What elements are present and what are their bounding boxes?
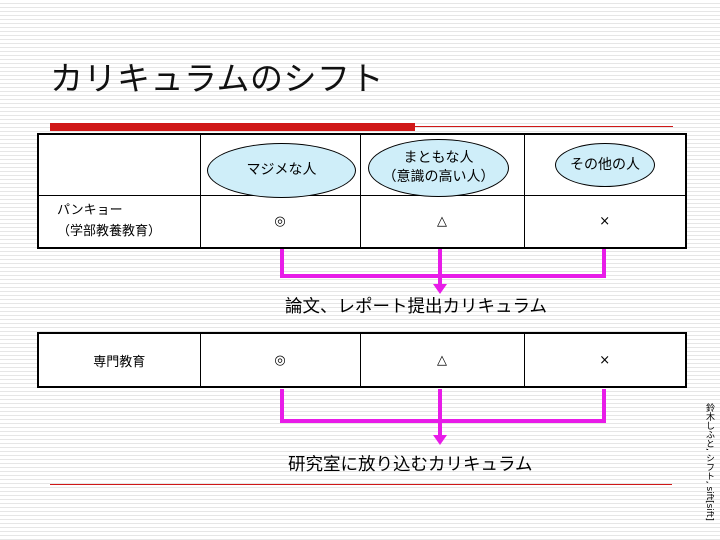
ellipse-label: マジメな人 xyxy=(246,162,317,178)
category-ellipse-others: その他の人 xyxy=(555,143,655,187)
specialized-education-table: 専門教育 ◎ △ × xyxy=(37,332,687,388)
title-underline-bar xyxy=(50,123,415,131)
slide-title: カリキュラムのシフト xyxy=(50,59,385,98)
liberal-arts-table: パンキョー （学部教養教育） ◎ △ × xyxy=(37,133,687,249)
ellipse-label: まともな人 xyxy=(403,150,474,166)
ellipse-label: その他の人 xyxy=(570,156,640,173)
arrow-head-1 xyxy=(433,284,447,294)
footer-rule xyxy=(50,484,672,485)
table-cell: × xyxy=(523,332,687,388)
row-label-line2: （学部教養教育） xyxy=(57,224,162,240)
bracket-arrow-2 xyxy=(280,389,606,436)
header-corner-cell xyxy=(37,133,201,196)
row-label-liberal-arts: パンキョー （学部教養教育） xyxy=(37,194,201,249)
report-curriculum-label: 論文、レポート提出カリキュラム xyxy=(285,297,547,317)
table-cell: ◎ xyxy=(199,194,361,249)
table-row: 専門教育 ◎ △ × xyxy=(37,332,687,388)
row-label-line1: パンキョー xyxy=(57,203,123,219)
table-cell: × xyxy=(523,194,687,249)
row-label-specialized: 専門教育 xyxy=(37,332,201,388)
lab-curriculum-label: 研究室に放り込むカリキュラム xyxy=(288,455,533,475)
category-ellipse-serious: マジメな人 xyxy=(207,143,356,198)
side-note: 鈴木しふと, シフト, sift[sift] xyxy=(704,403,714,521)
ellipse-sublabel: （意識の高い人） xyxy=(382,169,495,185)
title-underline-rule xyxy=(415,126,673,127)
table-cell: ◎ xyxy=(199,332,361,388)
bracket-arrow-1 xyxy=(280,249,606,285)
table-cell: △ xyxy=(359,332,525,388)
category-ellipse-decent: まともな人 （意識の高い人） xyxy=(368,139,509,197)
arrow-head-2 xyxy=(433,435,447,445)
